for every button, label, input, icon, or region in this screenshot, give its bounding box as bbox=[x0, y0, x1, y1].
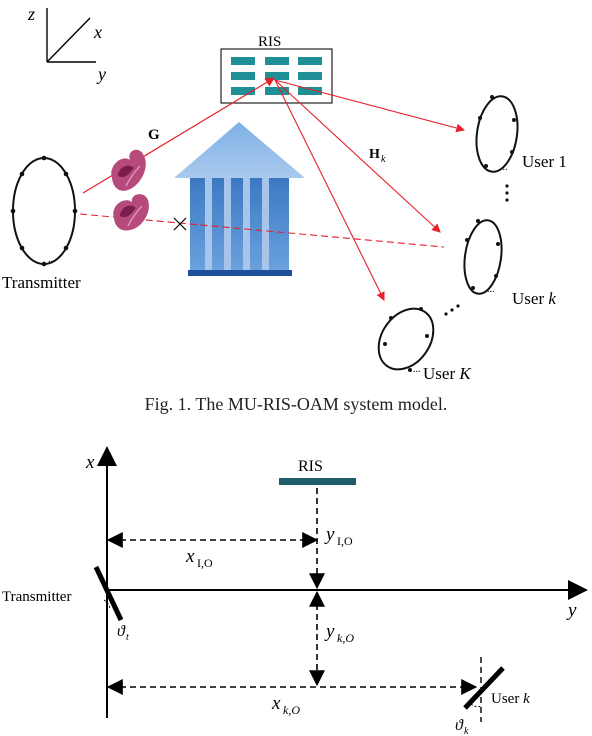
y-ko-label: y k,O bbox=[324, 621, 354, 645]
building-icon bbox=[174, 122, 305, 276]
axis-x-label: x bbox=[93, 22, 102, 42]
userk-label-fig2: User k bbox=[491, 691, 530, 707]
angle-arc-userk bbox=[470, 703, 482, 708]
user1-label: User 1 bbox=[522, 152, 567, 171]
svg-text:H: H bbox=[369, 147, 380, 162]
channel-h-label: H k bbox=[369, 147, 386, 165]
theta-t-label: ϑ t bbox=[117, 623, 129, 643]
transmitter-antenna-ring: ... bbox=[10, 155, 78, 267]
axis-z-label: z bbox=[27, 4, 35, 24]
link-ris-user1 bbox=[274, 79, 466, 133]
svg-text:k: k bbox=[464, 726, 469, 736]
svg-text:k: k bbox=[381, 154, 386, 165]
svg-text:y: y bbox=[324, 621, 335, 642]
userk-antenna-ring: ... bbox=[463, 219, 503, 295]
svg-text:y: y bbox=[324, 524, 335, 545]
svg-text:...: ... bbox=[48, 254, 56, 265]
link-ris-userK bbox=[274, 79, 385, 301]
userK-label: User K bbox=[423, 364, 472, 383]
svg-text:x: x bbox=[271, 693, 281, 714]
svg-text:t: t bbox=[126, 632, 129, 643]
svg-text:...: ... bbox=[487, 284, 495, 295]
axis-x-label-fig2: x bbox=[85, 452, 95, 473]
axis-y-label: y bbox=[96, 64, 106, 84]
svg-text:k,O: k,O bbox=[283, 703, 300, 717]
figure-caption: Fig. 1. The MU-RIS-OAM system model. bbox=[144, 394, 448, 414]
angle-arc-transmitter bbox=[103, 599, 111, 611]
user1-antenna-ring: ... bbox=[475, 95, 519, 173]
ris-label: RIS bbox=[258, 34, 281, 50]
svg-text:k,O: k,O bbox=[337, 631, 354, 645]
ris-label-fig2: RIS bbox=[298, 458, 323, 475]
link-ris-userk bbox=[274, 79, 441, 233]
vertical-ellipsis-icon bbox=[505, 184, 509, 202]
dimension-arrows bbox=[106, 488, 482, 722]
transmitter-label: Transmitter bbox=[2, 273, 81, 292]
ris-bar bbox=[279, 478, 356, 485]
ris-panel: RIS bbox=[220, 34, 333, 104]
blocked-mark-icon bbox=[173, 217, 187, 231]
userk-label: User k bbox=[512, 289, 556, 308]
svg-text:I,O: I,O bbox=[197, 556, 213, 570]
axis-y-label-fig2: y bbox=[566, 600, 577, 621]
coordinate-axes: z x y bbox=[27, 4, 106, 84]
svg-text:I,O: I,O bbox=[337, 534, 353, 548]
diagonal-ellipsis-icon bbox=[444, 304, 460, 316]
oam-beam-icon bbox=[113, 194, 149, 231]
userk-array-bar bbox=[463, 666, 505, 710]
x-ko-label: x k,O bbox=[271, 693, 300, 717]
transmitter-array-bar bbox=[93, 565, 124, 622]
svg-text:...: ... bbox=[413, 364, 421, 375]
ris-elements bbox=[231, 57, 322, 95]
figure2-axes: x y bbox=[85, 446, 588, 718]
svg-text:...: ... bbox=[500, 162, 508, 173]
svg-text:x: x bbox=[185, 546, 195, 567]
theta-k-label: ϑ k bbox=[455, 717, 469, 736]
transmitter-label-fig2: Transmitter bbox=[2, 589, 71, 605]
svg-text:ϑ: ϑ bbox=[117, 623, 126, 640]
oam-beam-icon bbox=[111, 149, 146, 191]
x-io-label: x I,O bbox=[185, 546, 213, 570]
userK-antenna-ring: ... bbox=[377, 307, 435, 375]
y-io-label: y I,O bbox=[324, 524, 353, 548]
svg-text:ϑ: ϑ bbox=[455, 717, 464, 734]
channel-g-label: G bbox=[148, 127, 160, 143]
